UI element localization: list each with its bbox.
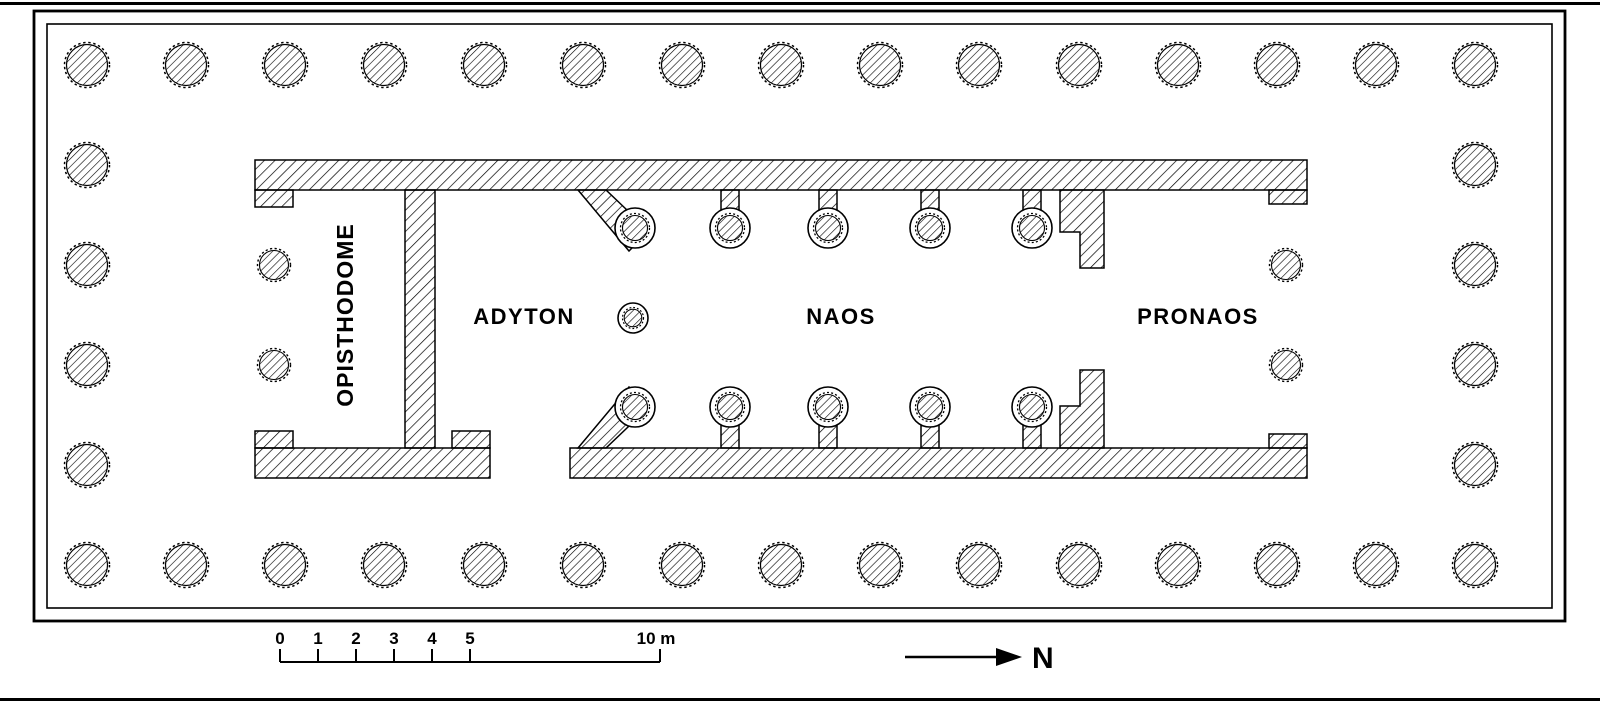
scale-tick-label: 5 [465,629,474,648]
scale-end-label: 10 m [637,629,676,648]
peristyle-column [63,541,111,589]
north-label: N [1032,642,1054,675]
peristyle-column [63,441,111,489]
wall-cross [404,189,436,449]
peristyle-column [1451,341,1499,389]
stylobate-inner-edge [46,23,1553,609]
central-column [617,302,649,334]
peristyle-column [1352,41,1400,89]
peristyle-column [559,541,607,589]
peristyle-column [1451,441,1499,489]
scale-bar: 0 1 2 3 4 5 10 m [275,629,676,663]
wall-doorjamb-south [1059,369,1105,449]
wall-segment-north [254,159,1308,191]
engaged-column [807,207,849,249]
frame-line-bottom [0,698,1600,701]
peristyle-column [658,541,706,589]
engaged-column [1011,386,1053,428]
peristyle-column [1154,541,1202,589]
wall-anta-northwest [254,189,294,208]
room-label-pronaos: PRONAOS [1137,304,1259,329]
engaged-column [614,386,656,428]
in-antis-column [1268,347,1304,383]
peristyle-column [460,41,508,89]
in-antis-column [1268,247,1304,283]
wall-anta-southeast [1268,433,1308,449]
peristyle-column [63,141,111,189]
peristyle-columns [63,41,1499,589]
peristyle-column [955,41,1003,89]
engaged-column [1011,207,1053,249]
peristyle-column [559,41,607,89]
engaged-column [614,207,656,249]
engaged-column [709,207,751,249]
stylobate-outer-edge [32,9,1567,623]
room-label-adyton: ADYTON [473,304,575,329]
peristyle-column [658,41,706,89]
wall-anta-southwest [254,430,294,449]
peristyle-column [1352,541,1400,589]
peristyle-column [360,541,408,589]
peristyle-column [1154,41,1202,89]
peristyle-column [1451,41,1499,89]
room-label-naos: NAOS [806,304,876,329]
peristyle-column [1055,541,1103,589]
wall-segment-southwest [254,447,491,479]
wall-segment-south [569,447,1308,479]
peristyle-column [1451,141,1499,189]
in-antis-column [256,347,292,383]
engaged-column [909,207,951,249]
peristyle-column [162,41,210,89]
engaged-column [909,386,951,428]
peristyle-column [63,41,111,89]
frame-line-top [0,2,1600,5]
room-labels: OPISTHODOME ADYTON NAOS PRONAOS [332,223,1259,407]
north-arrow: N [905,642,1054,675]
wall-anta-northeast [1268,189,1308,205]
scale-tick-label: 1 [313,629,322,648]
peristyle-column [261,41,309,89]
room-label-opisthodome: OPISTHODOME [332,223,358,407]
peristyle-column [460,541,508,589]
peristyle-column [757,541,805,589]
scale-tick-label: 2 [351,629,360,648]
peristyle-column [757,41,805,89]
scale-tick-label: 0 [275,629,284,648]
peristyle-column [955,541,1003,589]
peristyle-column [63,241,111,289]
peristyle-column [360,41,408,89]
peristyle-column [1451,541,1499,589]
peristyle-column [261,541,309,589]
engaged-column [807,386,849,428]
peristyle-column [1055,41,1103,89]
peristyle-column [162,541,210,589]
stylobate-outline [32,9,1567,623]
engaged-column [709,386,751,428]
peristyle-column [63,341,111,389]
wall-anta-south-doorjamb [451,430,491,449]
peristyle-column [1253,541,1301,589]
peristyle-column [1253,41,1301,89]
peristyle-column [1451,241,1499,289]
scale-tick-label: 3 [389,629,398,648]
north-arrow-icon [996,648,1022,666]
scale-tick-label: 4 [427,629,437,648]
peristyle-column [856,541,904,589]
wall-doorjamb-north [1059,189,1105,269]
peristyle-column [856,41,904,89]
in-antis-column [256,247,292,283]
